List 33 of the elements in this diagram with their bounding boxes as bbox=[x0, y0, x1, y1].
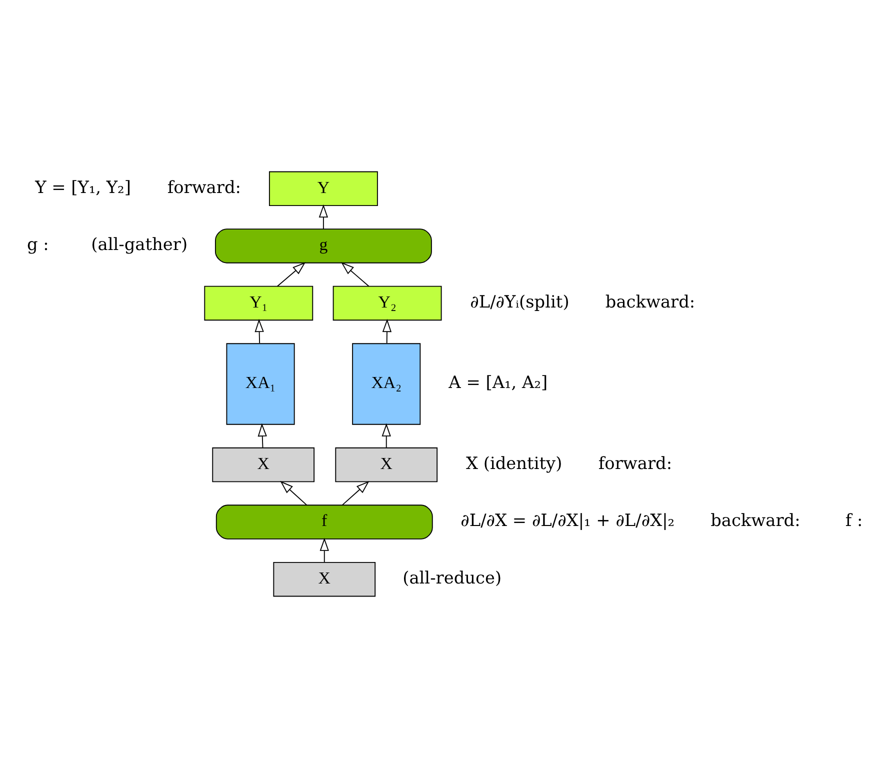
arrow bbox=[258, 423, 267, 448]
label: backward: bbox=[605, 291, 696, 312]
arrow bbox=[341, 262, 370, 287]
arrow bbox=[382, 423, 391, 448]
node-box: Y bbox=[268, 171, 378, 206]
node-box: Y₁ bbox=[204, 286, 314, 321]
label: ∂L/∂Yᵢ(split) bbox=[470, 291, 570, 312]
label: A = [A₁, A₂] bbox=[448, 372, 548, 392]
node-box: f bbox=[216, 504, 433, 540]
label: g : bbox=[27, 234, 49, 254]
arrow bbox=[318, 204, 328, 230]
label: Y = [Y₁, Y₂] bbox=[35, 176, 131, 197]
label: f : bbox=[845, 510, 863, 530]
node-box: X bbox=[335, 447, 438, 482]
arrow bbox=[382, 318, 392, 344]
label: (all-gather) bbox=[91, 234, 188, 254]
label: (all-reduce) bbox=[402, 567, 502, 588]
arrow bbox=[342, 480, 370, 506]
label: X (identity) bbox=[466, 452, 562, 473]
arrow bbox=[276, 262, 306, 287]
label: forward: bbox=[598, 452, 672, 473]
node-box: g bbox=[214, 228, 432, 264]
label: backward: bbox=[710, 510, 800, 530]
arrow bbox=[254, 318, 264, 344]
arrow bbox=[320, 538, 329, 563]
node-box: XA₂ bbox=[352, 343, 421, 425]
label: forward: bbox=[167, 176, 241, 197]
label: ∂L/∂X = ∂L/∂X|₁ + ∂L/∂X|₂ bbox=[460, 510, 675, 530]
node-box: Y₂ bbox=[332, 286, 442, 321]
node-box: X bbox=[212, 447, 315, 482]
arrow bbox=[280, 480, 308, 506]
node-box: X bbox=[273, 562, 376, 597]
node-box: XA₁ bbox=[226, 343, 295, 425]
